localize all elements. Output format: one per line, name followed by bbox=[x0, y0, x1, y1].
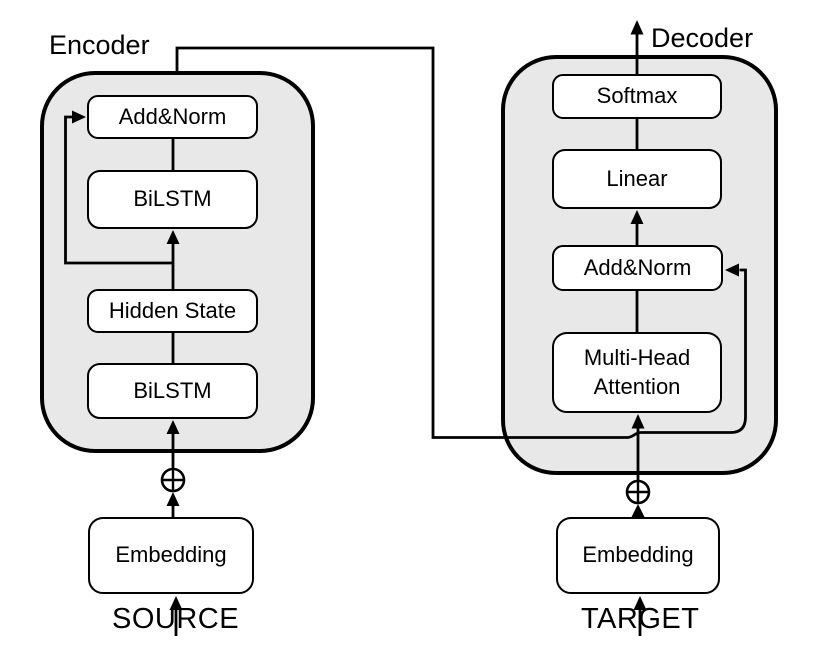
target-label: TARGET bbox=[581, 603, 700, 635]
encoder-bilstm-bottom-block: BiLSTM bbox=[87, 363, 258, 419]
encoder-add-norm-block: Add&Norm bbox=[87, 95, 258, 139]
encoder-circled-plus-icon bbox=[160, 467, 186, 493]
decoder-embedding-label: Embedding bbox=[582, 542, 694, 568]
encoder-embedding-label: Embedding bbox=[115, 542, 227, 568]
decoder-title: Decoder bbox=[651, 23, 754, 53]
encoder-bilstm-top-label: BiLSTM bbox=[133, 186, 212, 212]
decoder-add-norm-label: Add&Norm bbox=[583, 254, 692, 280]
decoder-embedding-block: Embedding bbox=[556, 517, 720, 594]
encoder-embedding-block: Embedding bbox=[88, 517, 254, 594]
decoder-add-norm-block: Add&Norm bbox=[552, 245, 723, 291]
encoder-hidden-state-label: Hidden State bbox=[108, 297, 237, 323]
encoder-bilstm-top-block: BiLSTM bbox=[87, 170, 258, 229]
decoder-multi-head-attention-block: Multi-Head Attention bbox=[552, 332, 722, 413]
encoder-hidden-state-block: Hidden State bbox=[87, 289, 258, 333]
decoder-linear-block: Linear bbox=[552, 149, 722, 209]
encoder-title: Encoder bbox=[49, 30, 150, 60]
decoder-linear-label: Linear bbox=[606, 165, 668, 191]
arrowhead-into-enc-plus-icon bbox=[166, 492, 180, 506]
encoder-add-norm-label: Add&Norm bbox=[118, 103, 227, 129]
arrowhead-decoder-output-icon bbox=[630, 20, 644, 35]
decoder-softmax-label: Softmax bbox=[596, 83, 678, 109]
arrowhead-into-dec-plus-icon bbox=[631, 504, 645, 517]
decoder-softmax-block: Softmax bbox=[552, 74, 722, 119]
encoder-bilstm-bottom-label: BiLSTM bbox=[133, 377, 212, 403]
decoder-multi-head-attention-label: Multi-Head Attention bbox=[583, 345, 691, 399]
source-label: SOURCE bbox=[112, 603, 240, 635]
decoder-circled-plus-icon bbox=[625, 479, 651, 505]
